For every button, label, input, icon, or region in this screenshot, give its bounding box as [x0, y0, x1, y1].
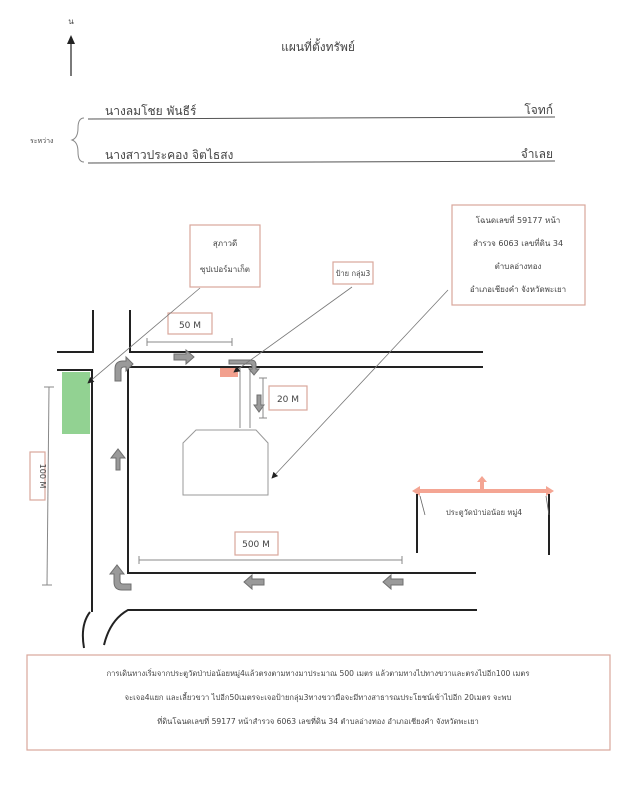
defendant-role: จำเลย	[521, 147, 553, 161]
plaintiff-role: โจทก์	[524, 103, 553, 117]
property-line-2: สำรวจ 6063 เลขที่ดิน 34	[473, 237, 563, 248]
supermarket-box	[189, 224, 261, 288]
sign-label: ป้าย กลุ่ม3	[336, 269, 371, 278]
between-label: ระหว่าง	[30, 137, 53, 145]
supermarket-line-1: สุภาวดี	[213, 239, 237, 248]
turn-up-icon	[108, 564, 132, 591]
temple-gate	[412, 476, 554, 555]
page-title: แผนที่ตั้งทรัพย์	[281, 38, 355, 54]
distance-100-box	[29, 451, 46, 501]
property-line-3: ตำบลอ่างทอง	[495, 262, 542, 271]
callout-property	[271, 289, 449, 479]
plaintiff-name: นางลมโชย พันธีร์	[105, 104, 197, 118]
property-plot	[182, 429, 269, 496]
north-label: น	[68, 17, 74, 26]
brace	[70, 117, 85, 163]
distance-500-box	[234, 531, 279, 556]
sign-box	[332, 261, 374, 285]
callout-sign	[233, 286, 353, 373]
arrow-right-icon	[173, 348, 195, 366]
gate-label: ประตูวัดป่าบ่อน้อย หมู่4	[446, 508, 522, 517]
distance-100-label: 100 M	[38, 464, 47, 489]
distance-50-label: 50 M	[179, 321, 201, 331]
directions-box	[26, 654, 611, 751]
arrow-down-icon	[253, 394, 265, 413]
distance-500-label: 500 M	[242, 540, 270, 550]
sign-marker	[220, 368, 238, 377]
arrow-left-icon	[382, 573, 404, 591]
dimension-lines	[42, 338, 403, 586]
property-line-4: อำเภอเชียงคำ จังหวัดพะเยา	[470, 285, 566, 294]
distance-50-box	[167, 312, 213, 335]
direction-arrows	[108, 348, 404, 591]
turn-down-icon	[228, 359, 261, 376]
party-line-1	[87, 116, 556, 120]
directions-line-1: การเดินทางเริ่มจากประตูวัดป่าบ่อน้อยหมู่…	[107, 668, 530, 678]
supermarket-marker	[62, 372, 90, 434]
arrow-up-icon	[109, 448, 127, 471]
defendant-name: นางสาวประคอง จิตไธสง	[105, 148, 233, 162]
property-box	[451, 204, 586, 306]
turn-right-icon	[114, 355, 134, 382]
arrow-left-icon	[243, 573, 265, 591]
supermarket-line-2: ซุปเปอร์มาเก็ต	[200, 264, 250, 274]
distance-20-label: 20 M	[277, 395, 299, 405]
north-arrow-icon	[67, 35, 75, 76]
property-line-1: โฉนดเลขที่ 59177 หน้า	[476, 214, 561, 225]
directions-line-2: จะเจอ4แยก และเลี้ยวขวา ไปอีก50เมตรจะเจอป…	[125, 692, 512, 702]
directions-line-3: ที่ดินโฉนดเลขที่ 59177 หน้าสำรวจ 6063 เล…	[157, 716, 479, 726]
roads	[57, 310, 483, 649]
distance-20-box	[268, 385, 308, 411]
callout-supermarket	[87, 287, 201, 384]
party-line-2	[87, 160, 556, 164]
